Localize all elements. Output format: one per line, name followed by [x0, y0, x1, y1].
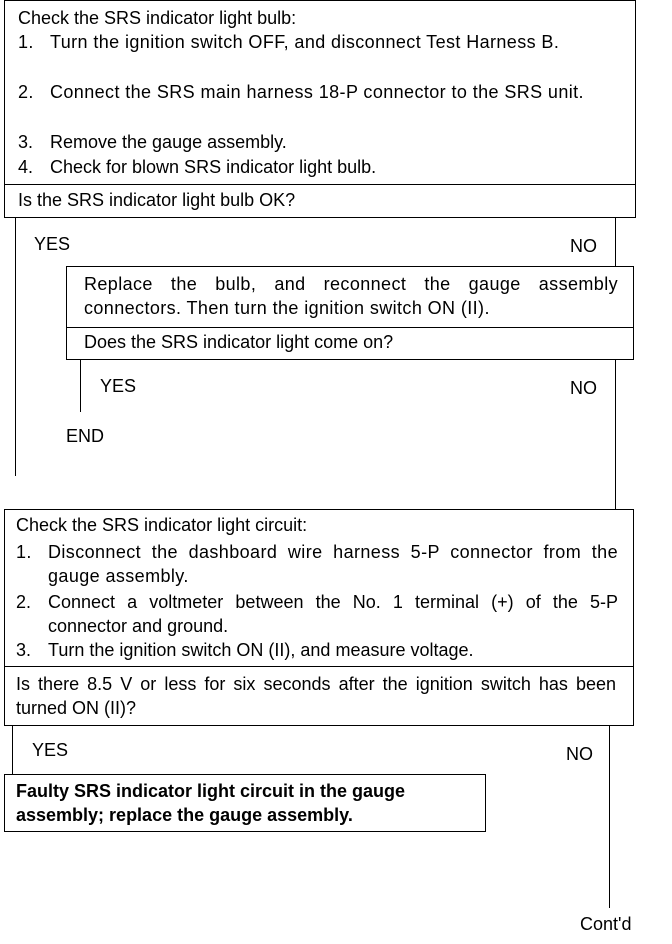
bulb-step-2: 2. Connect the SRS main harness 18-P con… — [18, 80, 620, 128]
circuit-check-box — [4, 509, 634, 667]
step-text: Disconnect the dashboard wire harness 5-… — [48, 542, 618, 586]
continued-label: Cont'd — [580, 914, 632, 934]
bulb-check-box — [4, 0, 636, 185]
bulb-step-3: 3. Remove the gauge assembly. — [18, 130, 620, 154]
step-text: Remove the gauge assembly. — [50, 132, 287, 152]
step-text: Connect the SRS main harness 18-P connec… — [50, 82, 584, 102]
yes-label: YES — [34, 234, 71, 254]
step-number: 1. — [16, 542, 32, 562]
circuit-step-2: 2. Connect a voltmeter between the No. 1… — [16, 590, 618, 638]
voltage-question-box — [4, 666, 634, 726]
step-number: 2. — [18, 82, 34, 102]
block2-yes-label: YES — [100, 376, 137, 396]
step-number: 2. — [16, 592, 32, 612]
step-number: 3. — [18, 132, 34, 152]
replace-bulb-text: Replace the bulb, and reconnect the gaug… — [84, 274, 618, 318]
block3-no-label: NO — [566, 744, 593, 764]
result-box — [4, 774, 486, 832]
bulb-check-heading: Check the SRS indicator light bulb: — [18, 8, 297, 28]
voltage-question: Is there 8.5 V or less for six seconds a… — [16, 674, 616, 718]
result-text: Faulty SRS indicator light circuit in th… — [16, 781, 406, 825]
block2-no-label: NO — [570, 378, 597, 398]
step-number: 3. — [16, 640, 32, 660]
light-question: Does the SRS indicator light come on? — [84, 332, 394, 352]
no-label: NO — [570, 236, 597, 256]
block3-yes-label: YES — [32, 740, 69, 760]
circuit-step-1: 1. Disconnect the dashboard wire harness… — [16, 540, 618, 588]
circuit-step-3: 3. Turn the ignition switch ON (II), and… — [16, 638, 618, 662]
block2-yes-line — [80, 360, 81, 412]
bulb-question-box — [4, 184, 636, 218]
bulb-question: Is the SRS indicator light bulb OK? — [18, 190, 296, 210]
yes-branch-line — [15, 218, 16, 476]
bulb-step-1: 1. Turn the ignition switch OFF, and dis… — [18, 30, 620, 78]
step-text: Connect a voltmeter between the No. 1 te… — [48, 592, 618, 636]
circuit-check-heading: Check the SRS indicator light circuit: — [16, 515, 308, 535]
step-number: 1. — [18, 32, 34, 52]
step-text: Turn the ignition switch OFF, and discon… — [50, 32, 560, 52]
bulb-step-4: 4. Check for blown SRS indicator light b… — [18, 155, 620, 179]
block3-yes-line — [12, 726, 13, 774]
step-number: 4. — [18, 157, 34, 177]
step-text: Check for blown SRS indicator light bulb… — [50, 157, 377, 177]
block3-no-line — [609, 726, 610, 908]
end-label: END — [66, 426, 105, 446]
step-text: Turn the ignition switch ON (II), and me… — [48, 640, 474, 660]
light-question-box — [66, 327, 634, 360]
block2-no-line — [615, 360, 616, 412]
